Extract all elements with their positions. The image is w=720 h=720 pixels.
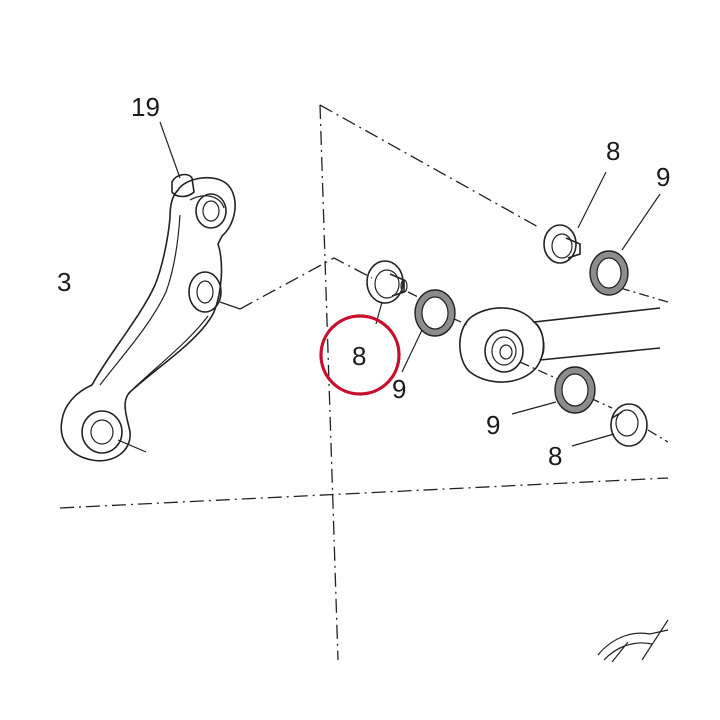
- highlight-circle: [319, 314, 401, 396]
- partial-part-bottom-right: [597, 619, 669, 663]
- label-link-arm: 19: [131, 92, 160, 122]
- label-washer-upper-right: 9: [656, 162, 670, 192]
- washer-upper-right: [589, 250, 629, 296]
- washer-center: [414, 289, 456, 337]
- part-labels: 19 3 8 9 8 9 9 8: [57, 92, 670, 471]
- bolt-center: [366, 260, 408, 304]
- label-bolt-upper-right: 8: [606, 136, 620, 166]
- leader-lines: [159, 121, 661, 447]
- connecting-rod: [459, 307, 661, 383]
- label-washer-lower: 9: [486, 410, 500, 440]
- bolt-lower: [610, 403, 648, 447]
- label-bolt-lower: 8: [548, 441, 562, 471]
- label-left-edge: 3: [57, 267, 71, 297]
- boundary-lines: [59, 104, 669, 661]
- link-arm: [60, 173, 241, 462]
- washer-lower: [554, 366, 596, 414]
- label-washer-center: 9: [392, 374, 406, 404]
- label-bolt-center: 8: [352, 341, 366, 371]
- bolt-upper-right: [543, 224, 581, 264]
